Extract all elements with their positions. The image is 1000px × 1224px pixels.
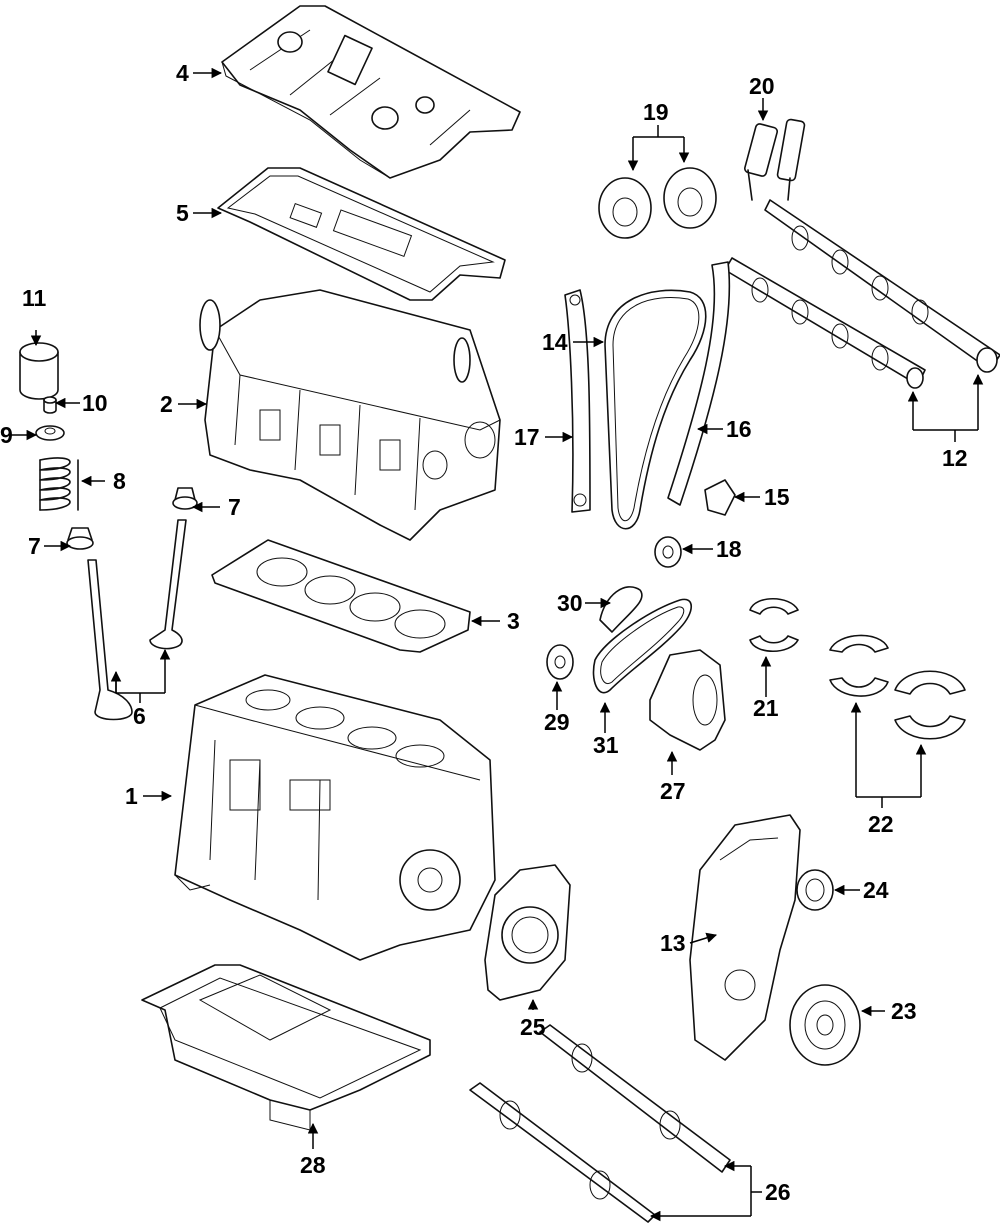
camshafts[interactable]	[724, 199, 1000, 389]
callout-8: 8	[113, 468, 126, 494]
callout-17: 17	[514, 424, 540, 450]
callout-12: 12	[942, 445, 968, 471]
callout-25: 25	[520, 1014, 546, 1040]
callout-numbers: 1 2 3 4 5 6 7 7 8 9 10 11 12 13 14 15 16…	[0, 60, 968, 1205]
balance-shaft-lower[interactable]	[469, 1082, 656, 1223]
front-crank-seal[interactable]	[796, 869, 834, 911]
valve-cover-gasket[interactable]	[217, 167, 506, 301]
exhaust-valve[interactable]	[149, 519, 187, 650]
timing-cover[interactable]	[689, 814, 801, 1061]
intake-valve[interactable]	[87, 559, 133, 721]
rear-main-seal-housing[interactable]	[484, 864, 571, 1001]
oil-pump-sprocket[interactable]	[546, 644, 574, 680]
callout-18: 18	[716, 536, 742, 562]
callout-3: 3	[507, 608, 520, 634]
valve-lifter[interactable]	[19, 342, 59, 400]
callout-24: 24	[863, 877, 889, 903]
cam-phaser-intake[interactable]	[598, 177, 652, 239]
valve-cover[interactable]	[221, 5, 521, 179]
engine-block[interactable]	[174, 674, 496, 961]
callout-16: 16	[726, 416, 752, 442]
callout-14: 14	[542, 329, 568, 355]
chain-tensioner[interactable]	[704, 479, 736, 516]
callout-19: 19	[643, 99, 669, 125]
balance-shaft-upper[interactable]	[539, 1024, 731, 1173]
oil-pump[interactable]	[649, 649, 726, 751]
crankshaft-pulley[interactable]	[789, 984, 861, 1066]
callout-1: 1	[125, 783, 138, 809]
timing-chain-guide[interactable]	[667, 261, 731, 506]
callout-4: 4	[176, 60, 189, 86]
callout-10: 10	[82, 390, 108, 416]
callout-6: 6	[133, 703, 146, 729]
valve-stem-seal-left[interactable]	[66, 527, 94, 550]
callout-31: 31	[593, 732, 619, 758]
cam-phaser-exhaust[interactable]	[663, 167, 717, 229]
callout-7-right: 7	[228, 494, 241, 520]
head-gasket[interactable]	[211, 539, 471, 653]
callout-7-left: 7	[28, 533, 41, 559]
callout-22: 22	[868, 811, 894, 837]
callout-20: 20	[749, 73, 775, 99]
callout-5: 5	[176, 200, 189, 226]
valve-stem-seal-right[interactable]	[172, 487, 198, 510]
chain-tensioner-arm[interactable]	[564, 289, 591, 513]
callout-23: 23	[891, 998, 917, 1024]
oil-pump-tensioner[interactable]	[599, 586, 643, 633]
callout-2: 2	[160, 391, 173, 417]
rod-bearings[interactable]	[749, 598, 799, 652]
callout-27: 27	[660, 778, 686, 804]
callout-29: 29	[544, 709, 570, 735]
callout-11: 11	[22, 285, 47, 311]
vvt-solenoids[interactable]	[744, 118, 806, 201]
callout-13: 13	[660, 930, 686, 956]
leader-lines	[8, 67, 984, 1222]
callout-15: 15	[764, 484, 790, 510]
oil-pump-chain[interactable]	[592, 598, 693, 694]
callout-30: 30	[557, 590, 583, 616]
valve-keeper[interactable]	[43, 396, 57, 414]
callout-28: 28	[300, 1152, 326, 1178]
crank-sprocket[interactable]	[654, 536, 682, 568]
valve-spring[interactable]	[39, 457, 79, 511]
callout-26: 26	[765, 1179, 791, 1205]
main-bearings[interactable]	[829, 634, 966, 740]
oil-pan[interactable]	[141, 964, 431, 1131]
callout-21: 21	[753, 695, 779, 721]
cylinder-head[interactable]	[199, 289, 501, 541]
spring-retainer[interactable]	[35, 425, 65, 441]
callout-9: 9	[0, 422, 13, 448]
timing-chain[interactable]	[604, 289, 707, 530]
